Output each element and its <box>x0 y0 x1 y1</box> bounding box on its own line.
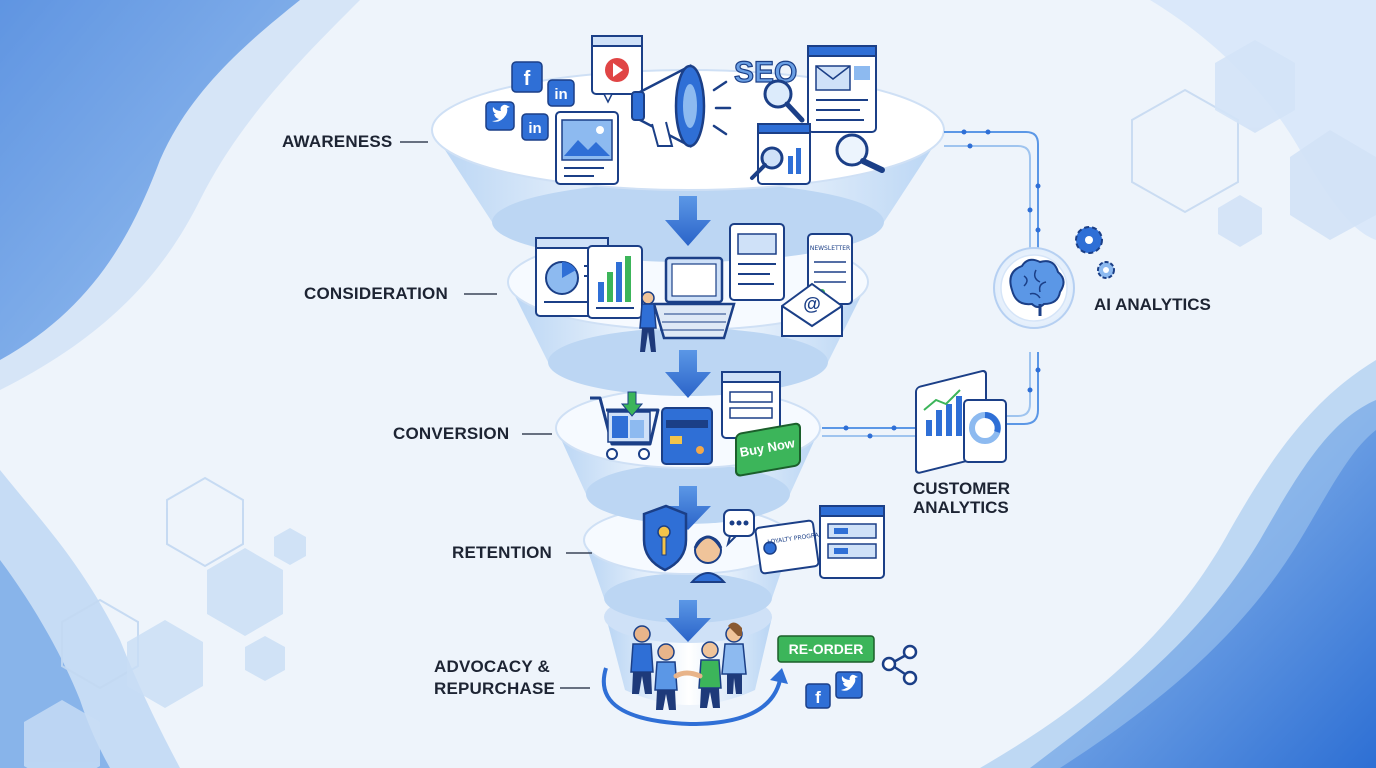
stage-label-advocacy: ADVOCACY & <box>434 657 550 676</box>
repurchase-loop-arrow <box>601 667 782 727</box>
ai-analytics-label: AI ANALYTICS <box>1094 295 1211 314</box>
ai-brain-badge <box>993 247 1075 329</box>
down-arrow-4 <box>665 600 711 642</box>
re-order-button[interactable]: RE-ORDER <box>777 635 875 663</box>
chart-icon <box>750 123 811 185</box>
svg-text:@: @ <box>803 294 821 314</box>
stage-label-consideration: CONSIDERATION <box>304 284 448 303</box>
down-arrow-2 <box>665 350 711 398</box>
brain-icon <box>1009 258 1065 316</box>
email-envelope-icon: @ <box>781 282 843 337</box>
document-icon <box>729 223 785 301</box>
twitter-icon <box>835 671 863 699</box>
video-icon <box>591 35 643 104</box>
connector-dots <box>843 129 1041 439</box>
consideration-icons: NEWSLETTER @ <box>535 223 853 352</box>
bar-chart-icon <box>587 245 643 319</box>
gear-icon <box>1075 226 1103 254</box>
search-icon <box>835 133 885 173</box>
svg-text:f: f <box>524 68 531 90</box>
down-arrow-3 <box>665 486 711 530</box>
label-leaders <box>400 141 592 689</box>
svg-text:RE-ORDER: RE-ORDER <box>789 641 864 657</box>
facebook-icon: f <box>511 61 543 93</box>
loyalty-card-icon: LOYALTY PROGRAM <box>754 519 824 575</box>
image-card-icon <box>555 111 619 185</box>
retention-icons: LOYALTY PROGRAM <box>642 504 885 583</box>
person-icon <box>639 291 657 352</box>
email-icon <box>807 45 877 133</box>
megaphone-icon <box>631 63 732 149</box>
laptop-icon <box>652 256 736 340</box>
stage-label-awareness: AWARENESS <box>282 132 393 151</box>
analytics-connectors <box>822 131 1039 437</box>
svg-text:f: f <box>815 688 821 707</box>
flow-arrows <box>665 196 711 642</box>
seo-icon: SEO <box>733 55 805 123</box>
linkedin-icon: in <box>521 113 549 141</box>
facebook-icon: f <box>805 683 831 709</box>
customer-analytics-label-line2: ANALYTICS <box>913 498 1009 517</box>
linkedin-icon: in <box>547 79 575 107</box>
svg-text:in: in <box>554 86 567 103</box>
headset-icon <box>689 535 727 583</box>
customer-analytics-label-line1: CUSTOMER <box>913 479 1010 498</box>
advocacy-icons: RE-ORDER f <box>601 622 918 727</box>
svg-text:in: in <box>528 120 541 137</box>
conversion-icons: Buy Now <box>590 371 801 477</box>
down-arrow-1 <box>665 196 711 246</box>
stage-label-repurchase: REPURCHASE <box>434 679 556 698</box>
share-icon[interactable] <box>881 644 918 686</box>
stage-label-conversion: CONVERSION <box>393 424 510 443</box>
customer-analytics-dashboard <box>915 370 1007 474</box>
buy-now-button[interactable]: Buy Now <box>735 422 801 477</box>
svg-text:NEWSLETTER: NEWSLETTER <box>810 245 850 252</box>
app-window-icon <box>819 505 885 579</box>
people-group-icon <box>630 622 747 710</box>
shield-icon <box>642 504 688 572</box>
twitter-icon <box>485 101 515 131</box>
chat-icon <box>723 509 755 548</box>
stage-label-retention: RETENTION <box>452 543 553 562</box>
gear-icon <box>1097 261 1115 279</box>
awareness-icons: f in in <box>485 35 885 185</box>
cart-icon <box>590 391 660 460</box>
credit-card-icon <box>661 407 713 465</box>
